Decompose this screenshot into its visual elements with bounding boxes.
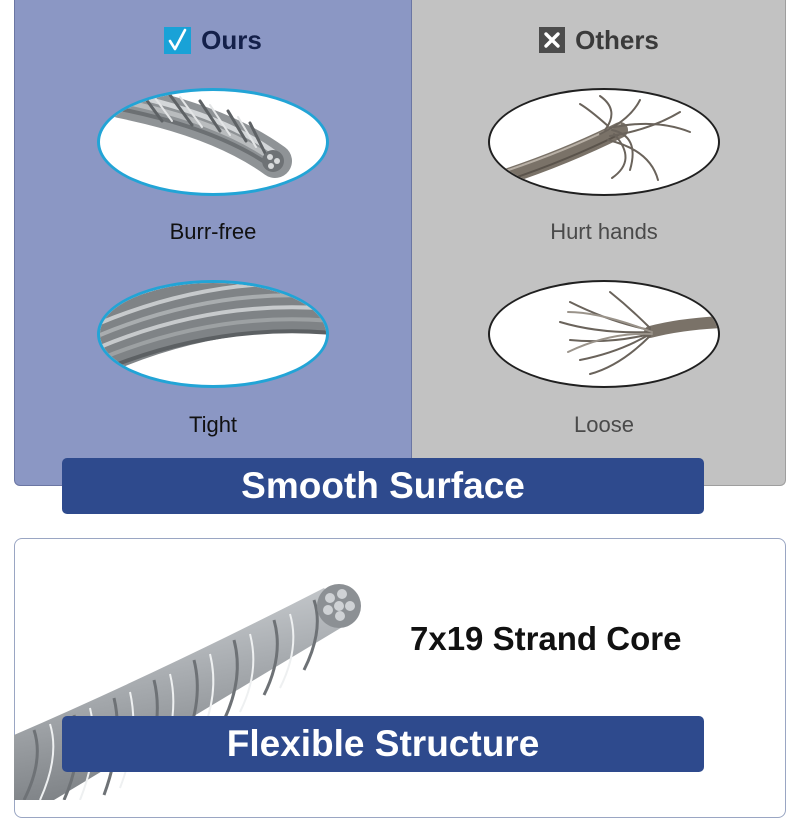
others-label: Others: [575, 24, 659, 55]
others-heading: Others: [412, 20, 786, 60]
ours-label: Ours: [201, 24, 262, 55]
strand-core-label: 7x19 Strand Core: [410, 620, 682, 657]
burr-free-cable-image: [97, 88, 329, 196]
burr-free-caption: Burr-free: [169, 219, 257, 244]
cross-icon: [539, 27, 566, 53]
others-panel: [412, 0, 786, 486]
tight-caption: Tight: [188, 412, 238, 437]
check-icon: [164, 26, 192, 54]
ours-panel: [14, 0, 412, 486]
smooth-surface-banner: Smooth Surface: [62, 458, 704, 514]
loose-cable-image: [488, 280, 720, 388]
loose-caption: Loose: [574, 412, 634, 437]
tight-cable-image: [97, 280, 329, 388]
frayed-cable-image: [488, 88, 720, 196]
hurt-hands-caption: Hurt hands: [550, 219, 658, 244]
ours-heading: Ours: [14, 20, 412, 60]
flexible-structure-banner: Flexible Structure: [62, 716, 704, 772]
